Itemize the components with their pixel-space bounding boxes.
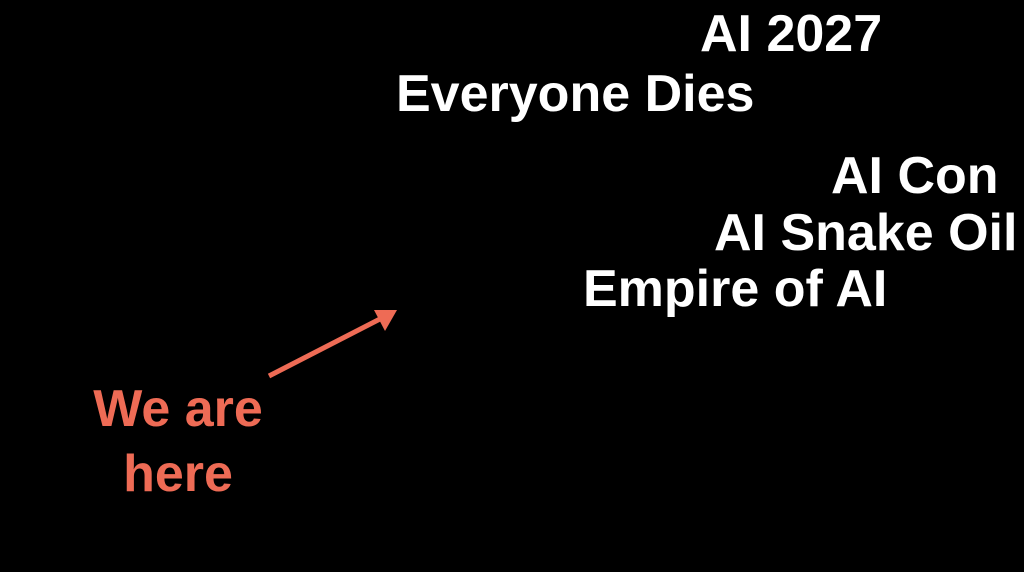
title-ai-2027: AI 2027 <box>700 5 883 63</box>
title-ai-snake-oil: AI Snake Oil <box>714 204 1018 262</box>
annotation-line-1: We are <box>93 380 263 438</box>
title-empire-of-ai: Empire of AI <box>583 260 888 318</box>
title-everyone-dies: Everyone Dies <box>396 65 755 123</box>
annotation-line-2: here <box>123 445 233 503</box>
title-ai-con: AI Con <box>831 147 999 205</box>
